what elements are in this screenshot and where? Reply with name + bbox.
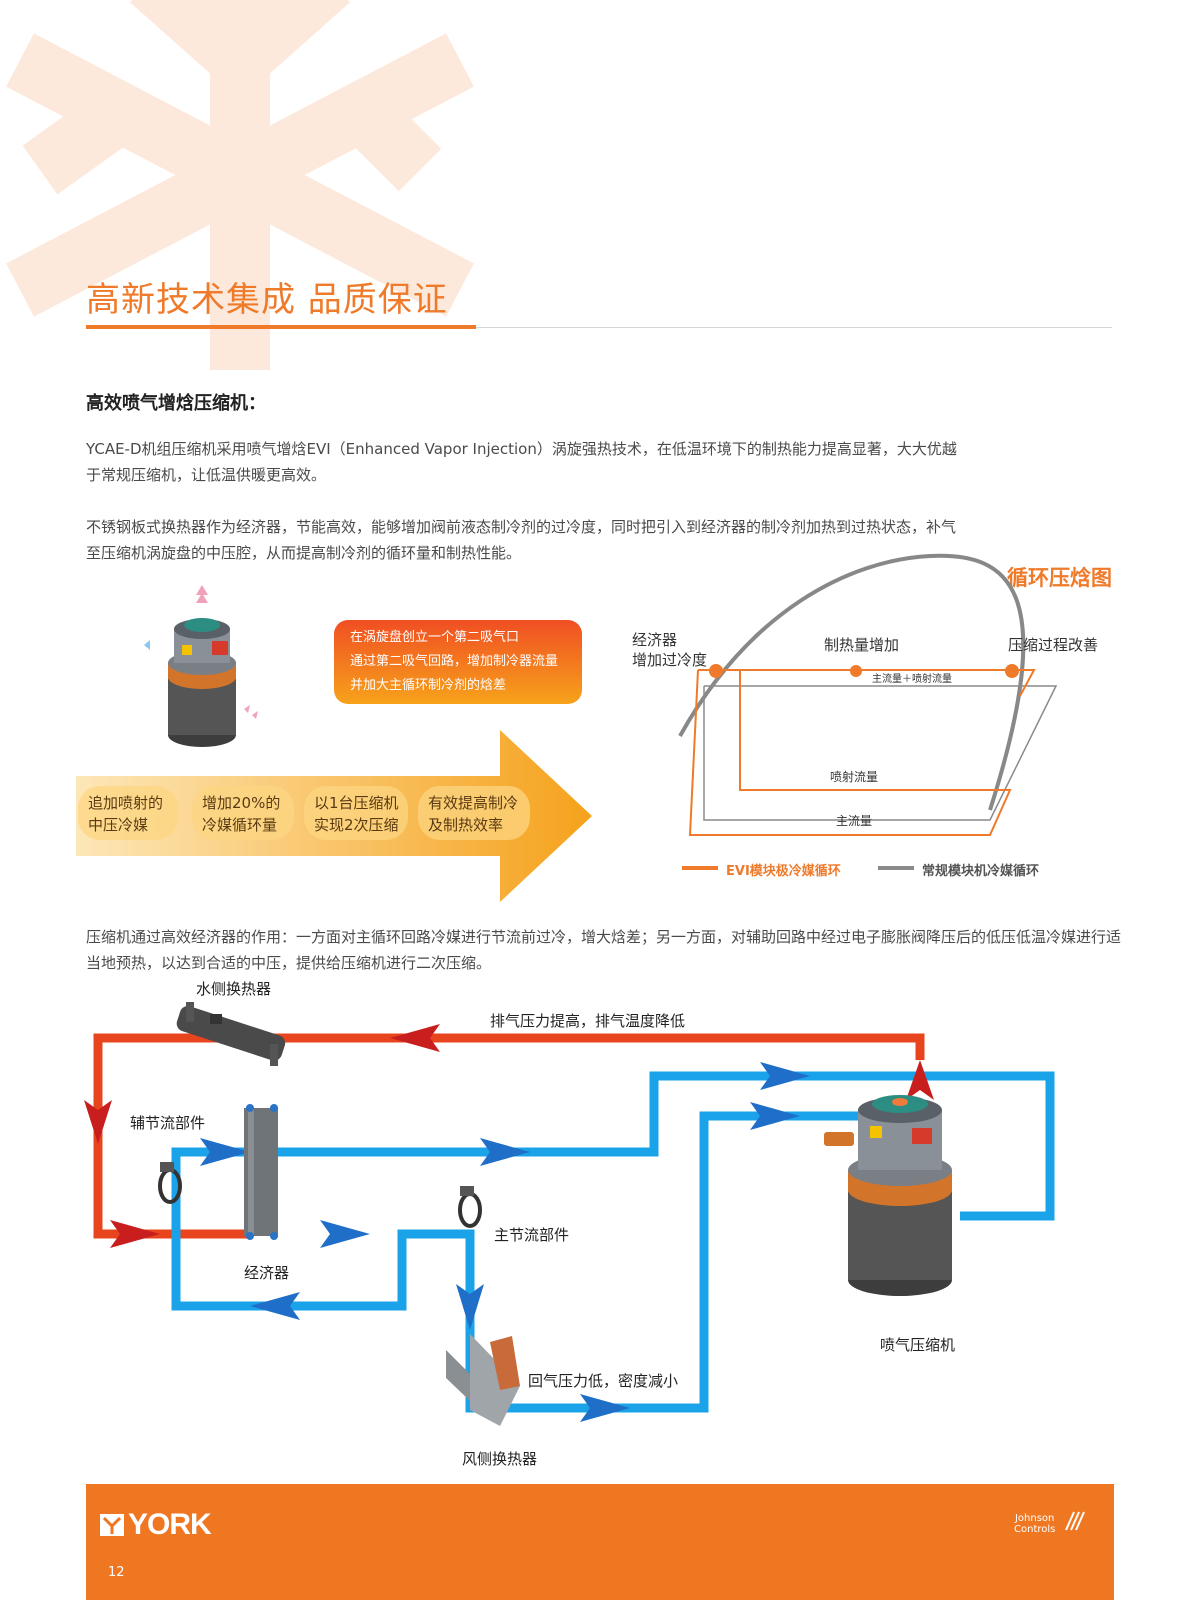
benefit-pill-2: 增加20%的 冷媒循环量 [192, 786, 294, 840]
ph-label-economizer-1: 经济器 [632, 631, 678, 649]
flow-arrow-10 [456, 1284, 484, 1330]
title-divider [86, 327, 1112, 328]
ph-evi-top [698, 669, 1036, 697]
benefit-2-line-1: 增加20%的 [202, 794, 281, 812]
benefit-2-line-2: 冷媒循环量 [202, 816, 278, 834]
discharge-note: 排气压力提高，排气温度降低 [490, 1012, 686, 1030]
ph-saturation-dome [678, 553, 1026, 811]
ph-label-compression: 压缩过程改善 [1008, 636, 1099, 654]
benefit-pill-1: 追加喷射的 中压冷媒 [78, 786, 178, 840]
economizer-vapor-line [171, 1071, 1055, 1234]
compressor-main-icon [824, 1095, 952, 1296]
ph-label-heating: 制热量增加 [824, 636, 900, 654]
air-heat-exchanger-icon [446, 1334, 520, 1426]
water-hx-label: 水侧换热器 [196, 980, 272, 998]
johnson-controls-logo: Johnson Controls [1014, 1513, 1055, 1535]
legend-evi-label: EVI模块极冷媒循环 [726, 864, 841, 879]
economizer-label: 经济器 [244, 1264, 290, 1282]
flow-arrow-3 [110, 1220, 160, 1248]
section-heading: 高效喷气增焓压缩机： [86, 393, 266, 414]
flow-arrow-2 [84, 1100, 112, 1144]
benefit-4-line-1: 有效提高制冷 [428, 794, 519, 812]
benefit-1-line-2: 中压冷媒 [88, 816, 149, 834]
benefit-pill-4: 有效提高制冷 及制热效率 [418, 786, 530, 840]
compressor-label: 喷气压缩机 [880, 1336, 956, 1354]
flow-arrow-5 [200, 1138, 250, 1166]
ph-evi-outer [688, 669, 1012, 836]
callout-line-2: 通过第二吸气回路，增加制冷器流量 [350, 654, 559, 669]
flow-arrow-8 [320, 1220, 370, 1248]
economizer-plate-icon [244, 1104, 278, 1240]
process-paragraph: 压缩机通过高效经济器的作用：一方面对主循环回路冷媒进行节流前过冷，增大焓差；另一… [86, 928, 1122, 972]
air-hx-label: 风侧换热器 [462, 1450, 538, 1468]
economizer-paragraph: 不锈钢板式换热器作为经济器，节能高效，能够增加阀前液态制冷剂的过冷度，同时把引入… [86, 518, 957, 562]
partner-line-2: Controls [1014, 1524, 1056, 1535]
compressor-illustration [144, 585, 258, 747]
ph-label-main-plus-injection: 主流量＋喷射流量 [872, 674, 952, 685]
flow-arrow-4 [906, 1060, 934, 1100]
ph-point-heating [850, 665, 862, 677]
benefit-3-line-1: 以1台压缩机 [314, 794, 399, 812]
callout-line-3: 并加大主循环制冷剂的焓差 [350, 678, 507, 693]
main-cold-loop [171, 1229, 475, 1390]
benefit-3-line-2: 实现2次压缩 [314, 816, 399, 834]
ph-diagram [678, 553, 1058, 870]
return-note: 回气压力低，密度减小 [528, 1372, 679, 1390]
aux-valve-icon [158, 1162, 182, 1204]
main-throttle-label: 主节流部件 [494, 1226, 570, 1244]
ph-label-economizer: 经济器 增加过冷度 [632, 630, 707, 670]
intro-paragraph: YCAE-D机组压缩机采用喷气增焓EVI（Enhanced Vapor Inje… [86, 440, 957, 484]
footer-bar [86, 1484, 1114, 1600]
ph-label-injection: 喷射流量 [830, 770, 879, 784]
benefit-pill-3: 以1台压缩机 实现2次压缩 [304, 786, 408, 840]
ph-normal-cycle [703, 685, 1058, 821]
johnson-controls-mark-icon [1065, 1511, 1085, 1531]
flow-arrow-1 [390, 1024, 440, 1052]
water-heat-exchanger-icon [176, 1002, 286, 1066]
flow-arrow-12 [750, 1102, 800, 1130]
york-logo-icon [100, 1514, 124, 1536]
page-number: 12 [108, 1565, 125, 1580]
callout-line-1: 在涡旋盘创立一个第二吸气口 [350, 630, 520, 645]
refrigerant-flow-diagram [84, 1002, 1055, 1426]
flow-arrow-6 [480, 1138, 530, 1166]
suction-return-line [465, 1111, 860, 1413]
partner-line-1: Johnson [1014, 1513, 1055, 1524]
title-underline [86, 325, 476, 329]
flow-arrow-9 [250, 1292, 300, 1320]
snowflake-watermark [6, 0, 474, 370]
hot-discharge-line [93, 1033, 925, 1239]
ph-point-economizer [709, 664, 723, 678]
aux-throttle-label: 辅节流部件 [130, 1114, 206, 1132]
ph-label-main: 主流量 [836, 814, 873, 828]
flow-arrow-11 [580, 1394, 630, 1422]
ph-label-economizer-2: 增加过冷度 [632, 651, 708, 669]
york-logo-text: YORK [128, 1508, 212, 1541]
benefit-1-line-1: 追加喷射的 [88, 794, 164, 812]
legend-normal-label: 常规模块机冷媒循环 [922, 864, 1040, 879]
main-valve-icon [458, 1186, 482, 1228]
benefit-4-line-2: 及制热效率 [428, 816, 504, 834]
ph-point-compression [1005, 664, 1019, 678]
ph-diagram-title: 循环压焓图 [1007, 566, 1112, 590]
injection-callout: 在涡旋盘创立一个第二吸气口 通过第二吸气回路，增加制冷器流量 并加大主循环制冷剂… [334, 620, 582, 704]
flow-arrow-7 [760, 1062, 810, 1090]
page-title: 高新技术集成 品质保证 [86, 280, 448, 320]
